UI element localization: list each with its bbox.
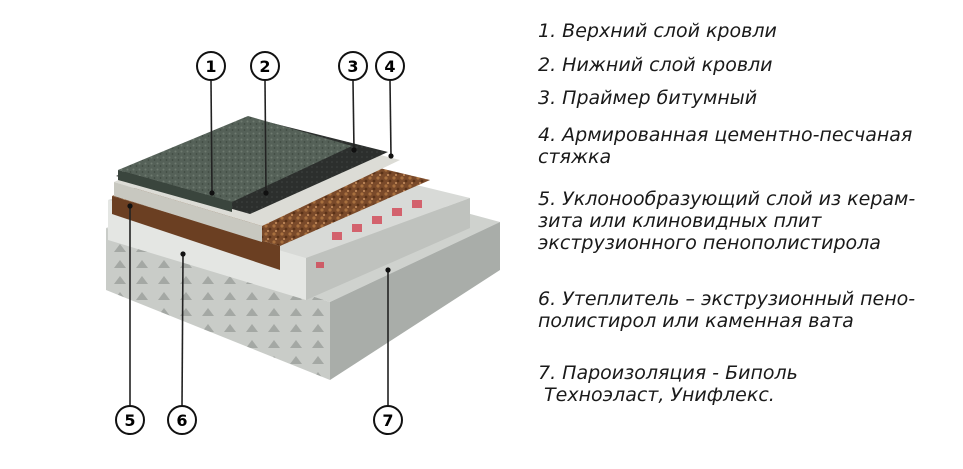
- legend-item-4: 4. Армированная цементно-песчаная стяжка: [538, 124, 912, 168]
- svg-text:1: 1: [205, 57, 216, 76]
- callout-4: 4: [375, 51, 405, 81]
- legend-line: 6. Утеплитель – экструзионный пено-: [538, 288, 916, 310]
- legend-line: стяжка: [538, 146, 612, 168]
- svg-text:2: 2: [259, 57, 270, 76]
- concrete-slab-front: [106, 228, 330, 380]
- slope-layer-front: [112, 196, 280, 270]
- legend-item-7: 7. Пароизоляция - Биполь Техноэласт, Уни…: [538, 362, 798, 406]
- svg-text:7: 7: [382, 411, 393, 430]
- legend-item-5: 5. Уклонообразующий слой из керам- зита …: [538, 188, 915, 254]
- legend-line: 2. Нижний слой кровли: [538, 54, 773, 76]
- callout-1: 1: [196, 51, 226, 81]
- svg-text:3: 3: [347, 57, 358, 76]
- top-roofing-front: [118, 170, 232, 212]
- screed-front: [114, 182, 262, 242]
- leader-lines: [129, 80, 392, 407]
- callout-7: 7: [373, 405, 403, 435]
- callout-5: 5: [115, 405, 145, 435]
- callout-2: 2: [250, 51, 280, 81]
- legend-line: экструзионного пенополистирола: [538, 232, 881, 254]
- svg-text:5: 5: [124, 411, 135, 430]
- callout-6: 6: [167, 405, 197, 435]
- svg-text:4: 4: [384, 57, 395, 76]
- legend-line: зита или клиновидных плит: [538, 210, 822, 232]
- leader-dots: [127, 147, 394, 273]
- legend-line: полистирол или каменная вата: [538, 310, 854, 332]
- insulation-markings: [316, 200, 422, 268]
- legend-line: 5. Уклонообразующий слой из керам-: [538, 188, 916, 210]
- legend-item-2: 2. Нижний слой кровли: [538, 54, 773, 76]
- top-roofing-top: [118, 116, 352, 202]
- legend-line: 7. Пароизоляция - Биполь: [538, 362, 798, 384]
- legend-item-6: 6. Утеплитель – экструзионный пено- поли…: [538, 288, 915, 332]
- legend-line: Техноэласт, Унифлекс.: [538, 384, 775, 406]
- legend: 1. Верхний слой кровли 2. Нижний слой кр…: [538, 0, 958, 469]
- legend-item-3: 3. Праймер битумный: [538, 87, 757, 109]
- legend-line: 4. Армированная цементно-песчаная: [538, 124, 913, 146]
- callout-3: 3: [338, 51, 368, 81]
- legend-line: 3. Праймер битумный: [538, 87, 758, 109]
- legend-line: 1. Верхний слой кровли: [538, 20, 777, 42]
- concrete-slab-side: [330, 222, 500, 380]
- legend-item-1: 1. Верхний слой кровли: [538, 20, 777, 42]
- insulation-side: [306, 198, 470, 300]
- roof-layers-diagram: 1 2 3 4 5 6 7: [106, 51, 500, 435]
- svg-text:6: 6: [176, 411, 187, 430]
